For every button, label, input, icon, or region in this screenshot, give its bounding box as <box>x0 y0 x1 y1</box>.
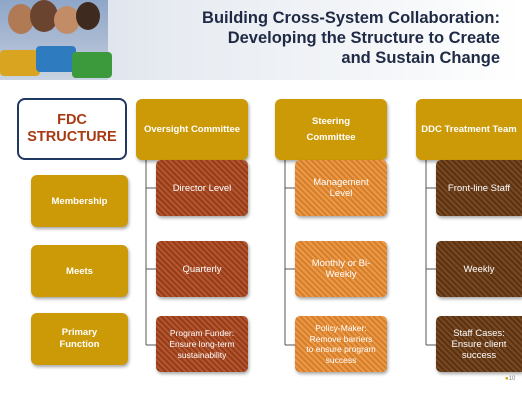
header-photo <box>0 0 112 80</box>
oversight-membership-box: Director Level <box>156 160 248 216</box>
slide-header: Building Cross-System Collaboration: Dev… <box>0 0 522 80</box>
slide-title: Building Cross-System Collaboration: Dev… <box>100 8 500 68</box>
treatment-membership-box: Front-line Staff <box>436 160 522 216</box>
header-ddc-treatment-team: DDC Treatment Team <box>416 99 522 160</box>
fdc-line: FDC <box>57 112 87 128</box>
header-oversight-committee: Oversight Committee <box>136 99 248 160</box>
treatment-function-box: Staff Cases: Ensure client success <box>436 316 522 372</box>
oversight-function-box: Program Funder: Ensure long-term sustain… <box>156 316 248 372</box>
steering-membership-box: Management Level <box>295 160 387 216</box>
title-line: and Sustain Change <box>341 49 500 67</box>
steering-function-box: Policy-Maker: Remove barriers to ensure … <box>295 316 387 372</box>
treatment-meets-box: Weekly <box>436 241 522 297</box>
row-label-membership: Membership <box>31 175 128 227</box>
row-label-primary-function: Primary Function <box>31 313 128 365</box>
title-line: Developing the Structure to Create <box>227 29 500 47</box>
title-line: Building Cross-System Collaboration: <box>202 9 500 27</box>
row-label-meets: Meets <box>31 245 128 297</box>
bullet-icon: ● <box>505 376 509 382</box>
page-number: ●10 <box>505 376 516 382</box>
header-steering-committee: Steering Committee <box>275 99 387 160</box>
fdc-structure-label: FDC STRUCTURE <box>17 98 127 160</box>
oversight-meets-box: Quarterly <box>156 241 248 297</box>
steering-meets-box: Monthly or Bi- Weekly <box>295 241 387 297</box>
fdc-line: STRUCTURE <box>27 129 117 145</box>
